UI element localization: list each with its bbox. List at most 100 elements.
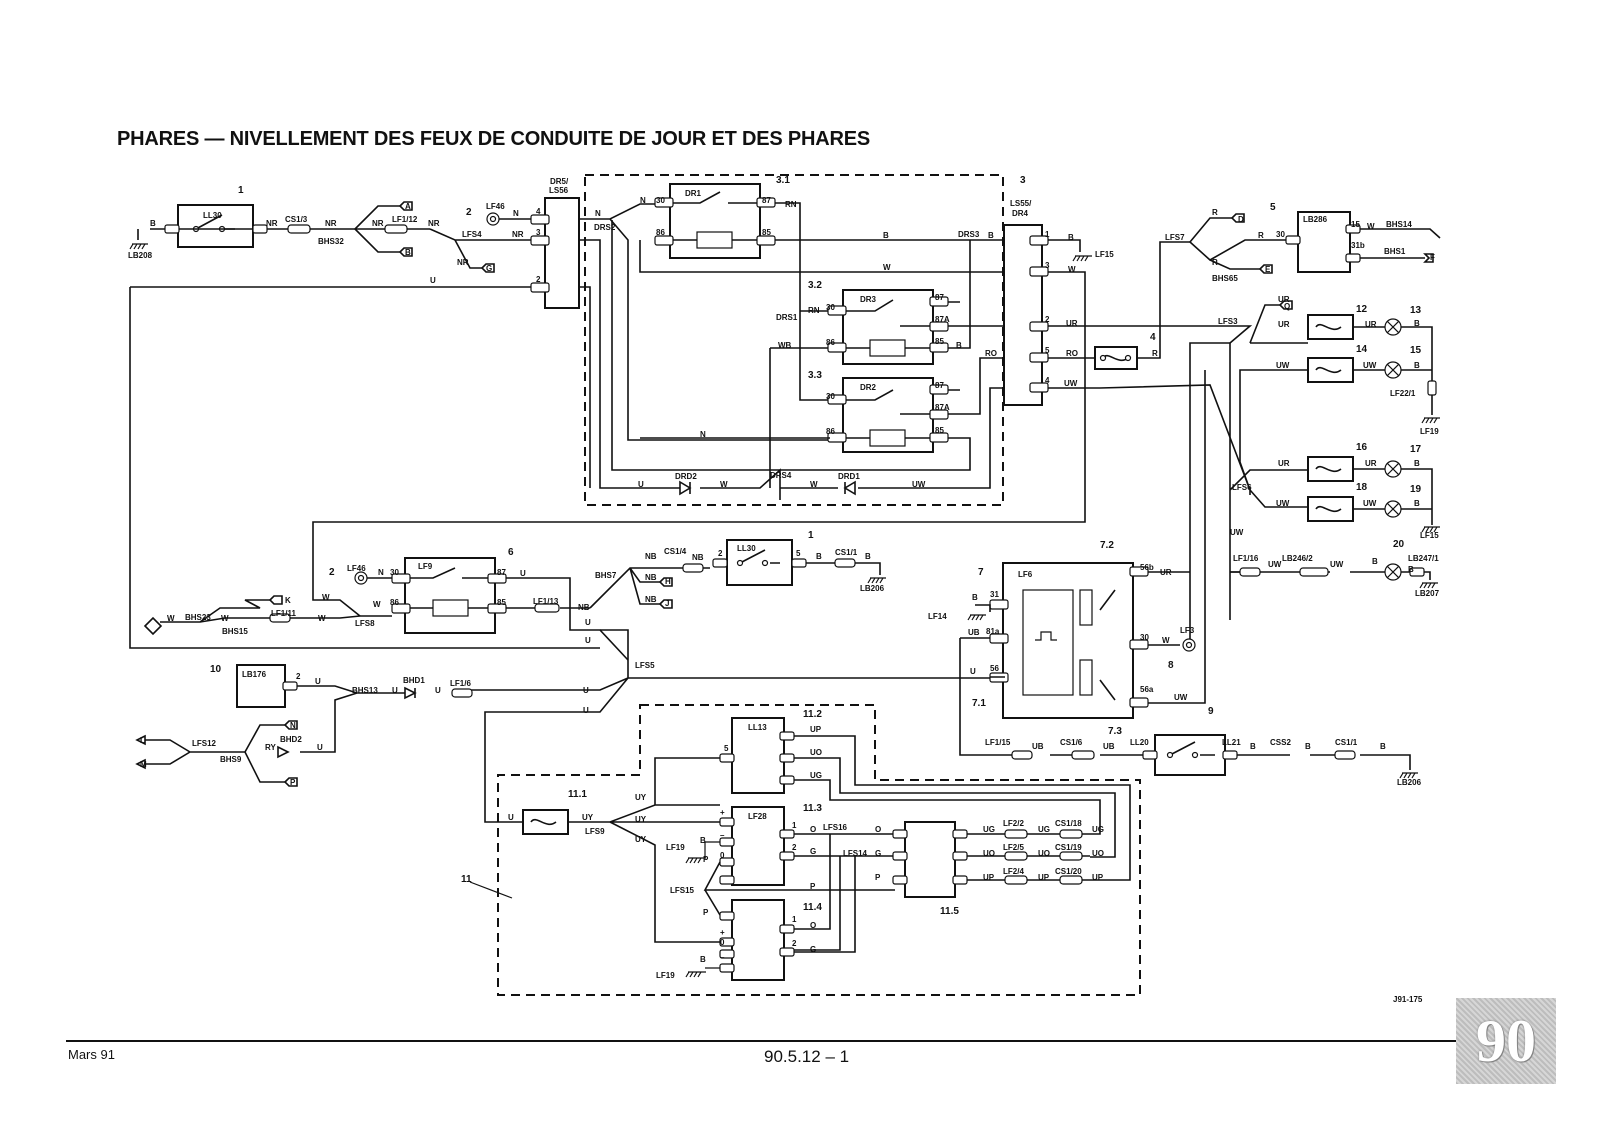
label-ls56: LS56 xyxy=(549,186,569,195)
label-drs1: DRS1 xyxy=(776,313,798,322)
lamp-17 xyxy=(1384,460,1402,478)
label-n4: 4 xyxy=(1150,332,1156,343)
label-b3: B xyxy=(988,231,994,240)
label-p87Ab: 87A xyxy=(935,315,950,324)
label-uw2: UW xyxy=(912,480,926,489)
label-b5: B xyxy=(956,341,962,350)
label-bhs7: BHS7 xyxy=(595,571,617,580)
label-pp2: P xyxy=(810,882,816,891)
label-uw5: UW xyxy=(1276,499,1290,508)
label-p81a: 81a xyxy=(986,627,1000,636)
label-w11: W xyxy=(1162,636,1170,645)
label-lf115: LF1/15 xyxy=(985,738,1011,747)
section-badge: 90 xyxy=(1456,998,1556,1084)
label-ll21: LL21 xyxy=(1222,738,1241,747)
label-lb208a: LB208 xyxy=(128,251,153,260)
label-b19: B xyxy=(700,955,706,964)
label-b15: B xyxy=(1250,742,1256,751)
label-lfs6: LFS6 xyxy=(1232,483,1252,492)
label-n1b: 1 xyxy=(808,530,814,541)
label-w4: W xyxy=(810,480,818,489)
label-p56b: 56b xyxy=(1140,563,1154,572)
label-n112: 11.2 xyxy=(803,709,822,720)
label-lb207: LB207 xyxy=(1415,589,1440,598)
label-n_d: N xyxy=(700,430,706,439)
label-b17: B xyxy=(1380,742,1386,751)
label-lf46b: LF46 xyxy=(347,564,366,573)
label-up3: UP xyxy=(1038,873,1050,882)
label-p87Ac: 87A xyxy=(935,403,950,412)
label-lf25: LF2/5 xyxy=(1003,843,1024,852)
label-n32: 3.2 xyxy=(808,280,822,291)
lamp-13 xyxy=(1384,318,1402,336)
label-ub2: UB xyxy=(1032,742,1044,751)
label-p1d: 1 xyxy=(792,915,797,924)
label-nr2: NR xyxy=(325,219,337,228)
label-g1: G xyxy=(810,847,816,856)
label-p2b: 2 xyxy=(1045,315,1050,324)
label-pp3: P xyxy=(875,873,881,882)
label-lfs5: LFS5 xyxy=(635,661,655,670)
label-n20: 20 xyxy=(1393,539,1405,550)
label-ro1: RO xyxy=(1066,349,1078,358)
label-p87a: 87 xyxy=(762,196,771,205)
label-ur1: UR xyxy=(1066,319,1078,328)
label-cs14: CS1/4 xyxy=(664,547,687,556)
label-pp4: P xyxy=(703,908,709,917)
label-w1: W xyxy=(883,263,891,272)
label-p2f: 2 xyxy=(792,939,797,948)
label-n_b: N xyxy=(595,209,601,218)
label-b10: B xyxy=(1372,557,1378,566)
label-lf16: LF1/6 xyxy=(450,679,471,688)
label-b11: B xyxy=(1408,565,1414,574)
label-ll20: LL20 xyxy=(1130,738,1149,747)
label-p86b: 86 xyxy=(826,338,835,347)
label-dr3: DR3 xyxy=(860,295,877,304)
label-p3b: 3 xyxy=(1045,261,1050,270)
label-p4a: 4 xyxy=(536,207,541,216)
label-n73: 7.3 xyxy=(1108,726,1122,737)
label-drd1: DRD1 xyxy=(838,472,860,481)
label-nb1: NB xyxy=(578,603,590,612)
label-u1: U xyxy=(430,276,436,285)
section-number: 90 xyxy=(1476,1007,1536,1074)
label-n114: 11.4 xyxy=(803,902,822,913)
label-lfs16: LFS16 xyxy=(823,823,848,832)
drawing-reference: J91-175 xyxy=(1393,995,1423,1004)
label-uw6: UW xyxy=(1363,499,1377,508)
label-drs3: DRS3 xyxy=(958,230,980,239)
label-w2: W xyxy=(1068,265,1076,274)
label-pminus2: – xyxy=(720,953,725,962)
footer-date: Mars 91 xyxy=(68,1047,115,1062)
label-p5d: 5 xyxy=(724,744,729,753)
label-bhs23: BHS23 xyxy=(185,613,211,622)
label-cs11b: CS1/1 xyxy=(1335,738,1358,747)
label-r2: R xyxy=(1212,208,1218,217)
label-ry: RY xyxy=(265,743,276,752)
label-cM: M xyxy=(140,760,147,769)
label-bhd1: BHD1 xyxy=(403,676,425,685)
label-p56: 56 xyxy=(990,664,999,673)
label-p4b: 4 xyxy=(1045,376,1050,385)
label-nr3: NR xyxy=(372,219,384,228)
label-p86c: 86 xyxy=(826,427,835,436)
label-o3: O xyxy=(810,921,816,930)
label-cE: E xyxy=(1265,265,1271,274)
label-lf221: LF22/1 xyxy=(1390,389,1416,398)
label-u2: U xyxy=(638,480,644,489)
label-p85b: 85 xyxy=(935,337,944,346)
label-lfs12: LFS12 xyxy=(192,739,217,748)
label-lfs15: LFS15 xyxy=(670,886,695,895)
label-uo1: UO xyxy=(810,748,822,757)
label-lb206b: LB206 xyxy=(1397,778,1422,787)
label-cA: A xyxy=(405,202,411,211)
label-n8: 8 xyxy=(1168,660,1174,671)
label-ug1: UG xyxy=(810,771,822,780)
label-nb5: NB xyxy=(645,595,657,604)
label-g2: G xyxy=(875,849,881,858)
label-p86a: 86 xyxy=(656,228,665,237)
label-lf15a: LF15 xyxy=(1095,250,1114,259)
label-u9: U xyxy=(392,686,398,695)
label-u8: U xyxy=(315,677,321,686)
label-p30f: 30 xyxy=(1140,633,1149,642)
